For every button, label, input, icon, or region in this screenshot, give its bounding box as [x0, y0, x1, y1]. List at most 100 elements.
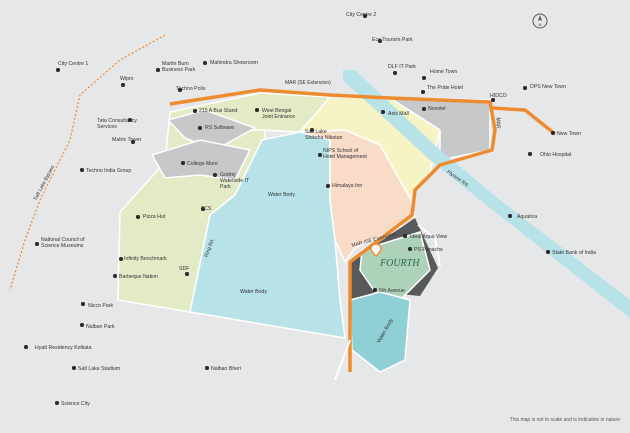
disclaimer: This map is not to scale and is indicati…: [509, 417, 620, 423]
landmark-label: Mahindra Showroom: [210, 60, 258, 66]
landmark-label: Science City: [61, 401, 90, 407]
road-label-mar-right: MAR: [494, 117, 501, 129]
landmark-marker[interactable]: [373, 288, 377, 292]
landmark-label: Salt Lake Shiksha Niketan: [305, 129, 343, 141]
landmark-label: PS Panache: [414, 247, 443, 253]
landmark-label: Hyatt Residency Kolkata: [35, 345, 92, 351]
landmark-label: Ideal Aqua View: [410, 234, 448, 240]
landmark-marker[interactable]: [113, 274, 117, 278]
landmark-marker[interactable]: [136, 215, 140, 219]
landmark-label: Ohio Hospital: [540, 152, 572, 158]
river: [343, 70, 630, 318]
landmark-label: Wipro: [120, 76, 134, 82]
water-body-south: [349, 291, 411, 373]
zone-label-water-2: Water Body: [240, 289, 267, 295]
landmark-label: City Centre 2: [346, 12, 377, 18]
landmark-label: Techno Polis: [176, 86, 206, 92]
landmark-label: Novotel: [428, 106, 446, 112]
landmark-marker[interactable]: [408, 247, 412, 251]
mar-se-extension-road: [169, 88, 497, 372]
landmark-label: National Council of Science Museums: [41, 237, 85, 249]
compass-icon: N: [532, 13, 548, 29]
zone-label-water-1: Water Body: [268, 192, 295, 198]
landmark-label: DLF IT Park: [388, 64, 416, 70]
landmark-marker[interactable]: [55, 401, 59, 405]
landmark-marker[interactable]: [528, 152, 532, 156]
landmark-marker[interactable]: [156, 68, 160, 72]
landmark-marker[interactable]: [546, 250, 550, 254]
landmark-marker[interactable]: [121, 83, 125, 87]
landmark-label: City Centre 1: [58, 61, 89, 67]
landmark-label: HIDCO: [490, 93, 507, 99]
landmark-label: TCS: [201, 206, 212, 212]
landmark-marker[interactable]: [181, 161, 185, 165]
landmark-label: College More: [187, 161, 218, 167]
landmark-label: SDF: [179, 266, 190, 272]
landmark-marker[interactable]: [310, 128, 314, 132]
landmark-marker[interactable]: [81, 302, 85, 306]
landmark-label: Godrej Waterside IT Park: [220, 172, 250, 190]
landmark-label: Barbeque Nation: [119, 274, 158, 280]
landmark-marker[interactable]: [393, 71, 397, 75]
landmark-marker[interactable]: [56, 68, 60, 72]
svg-text:N: N: [539, 22, 542, 27]
landmark-label: Martin Burn Business Park: [162, 61, 196, 73]
landmark-label: Techno India Group: [86, 168, 132, 174]
landmark-marker[interactable]: [318, 153, 322, 157]
local-road-2: [334, 339, 351, 381]
landmark-marker[interactable]: [35, 242, 39, 246]
landmark-label: Nalban Bheri: [211, 366, 241, 372]
landmark-marker[interactable]: [381, 110, 385, 114]
mar-road-east: [491, 106, 557, 136]
landmark-marker[interactable]: [185, 272, 189, 276]
landmark-marker[interactable]: [255, 108, 259, 112]
landmark-label: State Bank of India: [552, 250, 596, 256]
landmark-label: 5th Avenue: [379, 288, 405, 294]
landmark-marker[interactable]: [80, 168, 84, 172]
landmark-label: RS Software: [205, 125, 235, 131]
landmark-marker[interactable]: [198, 126, 202, 130]
project-name: FOURTH: [380, 258, 420, 269]
landmark-marker[interactable]: [201, 207, 205, 211]
landmark-marker[interactable]: [213, 173, 217, 177]
landmark-label: Tata Consultancy Services: [97, 118, 137, 130]
landmark-marker[interactable]: [326, 184, 330, 188]
landmark-marker[interactable]: [491, 98, 495, 102]
landmark-label: DPS New Town: [530, 84, 566, 90]
grey-block-college-more: [150, 139, 252, 181]
location-pin-icon[interactable]: [370, 243, 382, 257]
landmark-marker[interactable]: [131, 140, 135, 144]
landmark-marker[interactable]: [178, 88, 182, 92]
landmark-label: Aquatica: [517, 214, 538, 220]
landmark-marker[interactable]: [422, 107, 426, 111]
landmark-label: Nalban Park: [86, 324, 115, 330]
landmark-marker[interactable]: [363, 14, 367, 18]
local-road: [417, 224, 441, 267]
landmark-marker[interactable]: [193, 109, 197, 113]
landmark-marker[interactable]: [523, 86, 527, 90]
landmark-marker[interactable]: [403, 234, 407, 238]
landmark-label: 215 A Bus Stand: [199, 108, 238, 114]
landmark-label: West Bengal Joint Entrance: [262, 108, 296, 120]
landmark-marker[interactable]: [422, 76, 426, 80]
landmark-marker[interactable]: [508, 214, 512, 218]
landmark-marker[interactable]: [421, 90, 425, 94]
landmark-label: NIPS School of Hotel Management: [323, 148, 367, 160]
landmark-marker[interactable]: [80, 323, 84, 327]
landmark-label: Matrix Tower: [112, 137, 142, 143]
landmark-marker[interactable]: [128, 118, 132, 122]
landmark-marker[interactable]: [119, 257, 123, 261]
landmark-label: Eco Tourism Park: [372, 37, 413, 43]
landmark-label: Pizza Hut: [143, 214, 166, 220]
peach-zone: [299, 129, 416, 264]
grey-block-rs: [166, 109, 257, 151]
landmark-marker[interactable]: [24, 345, 28, 349]
landmark-marker[interactable]: [378, 39, 382, 43]
landmark-marker[interactable]: [203, 61, 207, 65]
landmark-marker[interactable]: [551, 131, 555, 135]
landmark-marker[interactable]: [205, 366, 209, 370]
landmark-label: Nicco Park: [88, 303, 114, 309]
landmark-label: Infinity Benchmark: [124, 256, 167, 262]
landmark-marker[interactable]: [72, 366, 76, 370]
